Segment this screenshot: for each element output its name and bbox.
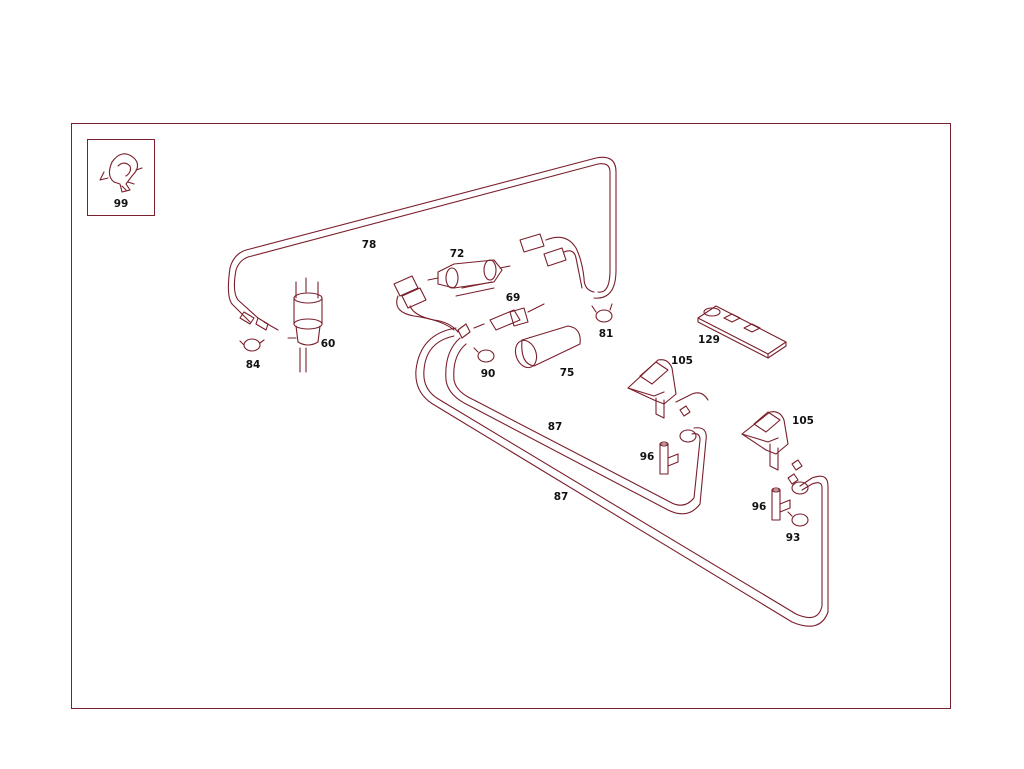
check-valve-72 <box>427 259 511 297</box>
part-label-96-left: 96 <box>639 450 655 463</box>
valve-69 <box>473 303 545 331</box>
electrical-connectors-right <box>519 233 595 293</box>
inset-part-label: 99 <box>113 197 129 210</box>
hose-87-inner <box>445 337 707 515</box>
part-label-87-inner: 87 <box>547 420 563 433</box>
part-label-93: 93 <box>785 531 801 544</box>
hose-clamp-93 <box>787 511 809 527</box>
hose-clamp-90 <box>473 347 495 363</box>
protective-sleeve-75 <box>514 325 581 369</box>
washer-pump-60 <box>287 277 323 373</box>
hose-78 <box>227 156 617 323</box>
clip-99-icon <box>99 153 143 193</box>
diagram-frame <box>71 123 951 709</box>
part-label-84: 84 <box>245 358 261 371</box>
bracket-129 <box>697 305 787 359</box>
connector-84-end <box>239 311 279 331</box>
part-label-105-right: 105 <box>792 414 814 427</box>
hose-clamp-84 <box>239 338 265 352</box>
part-label-72: 72 <box>449 247 465 260</box>
part-label-90: 90 <box>480 367 496 380</box>
part-label-75: 75 <box>559 366 575 379</box>
hose-clamp-81 <box>591 303 613 323</box>
t-piece-96-left <box>659 441 679 475</box>
electrical-connectors-left <box>393 275 459 333</box>
part-label-96-right: 96 <box>751 500 767 513</box>
part-label-87-outer: 87 <box>553 490 569 503</box>
part-label-69: 69 <box>505 291 521 304</box>
part-label-105-left: 105 <box>671 354 693 367</box>
inset-box-clip <box>87 139 155 216</box>
part-label-129: 129 <box>698 333 720 346</box>
washer-nozzle-105-left <box>627 359 709 443</box>
washer-nozzle-105-right <box>741 411 809 495</box>
part-label-81: 81 <box>598 327 614 340</box>
part-label-78: 78 <box>361 238 377 251</box>
hose-87-outer <box>415 323 829 627</box>
part-label-60: 60 <box>320 337 336 350</box>
t-piece-96-right <box>771 487 791 521</box>
